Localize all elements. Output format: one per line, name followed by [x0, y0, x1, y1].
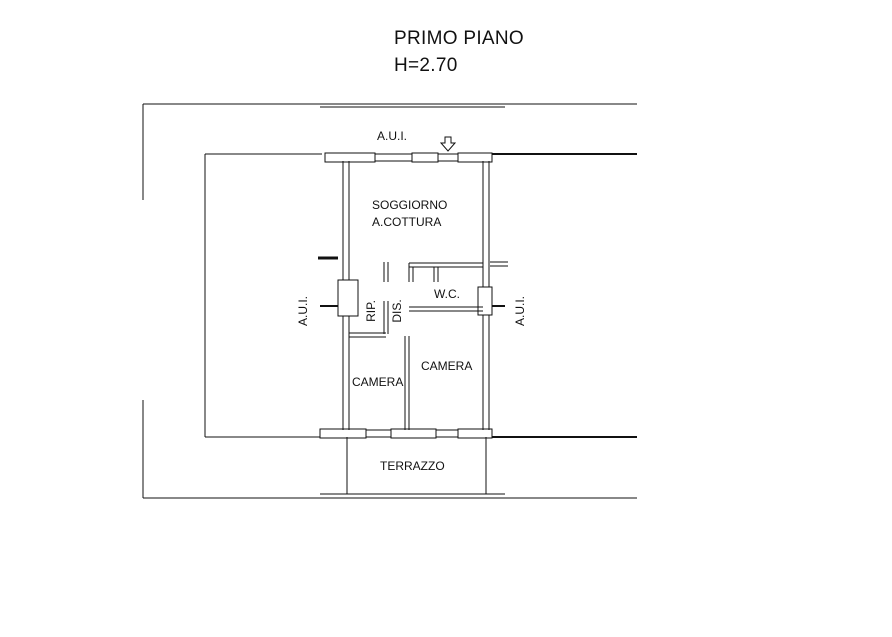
storage-label: RIP.	[364, 300, 378, 322]
interior-partitions	[346, 261, 508, 494]
site-boundary	[142, 103, 637, 499]
bedroom-left-label: CAMERA	[352, 375, 403, 389]
entrance-arrow-icon	[439, 136, 457, 152]
exterior-walls	[318, 152, 505, 439]
balcony-outline	[204, 153, 637, 438]
bathroom-label: W.C.	[434, 287, 460, 301]
aui-left-label: A.U.I.	[296, 296, 310, 326]
living-room-label: SOGGIORNO	[372, 198, 447, 212]
hallway-label: DIS.	[390, 299, 404, 322]
kitchen-label: A.COTTURA	[372, 215, 441, 229]
floor-title: PRIMO PIANO	[394, 28, 524, 49]
aui-top-label: A.U.I.	[377, 129, 407, 143]
terrace-label: TERRAZZO	[380, 459, 445, 473]
aui-right-label: A.U.I.	[513, 296, 527, 326]
bedroom-right-label: CAMERA	[421, 359, 472, 373]
ceiling-height: H=2.70	[394, 55, 458, 76]
